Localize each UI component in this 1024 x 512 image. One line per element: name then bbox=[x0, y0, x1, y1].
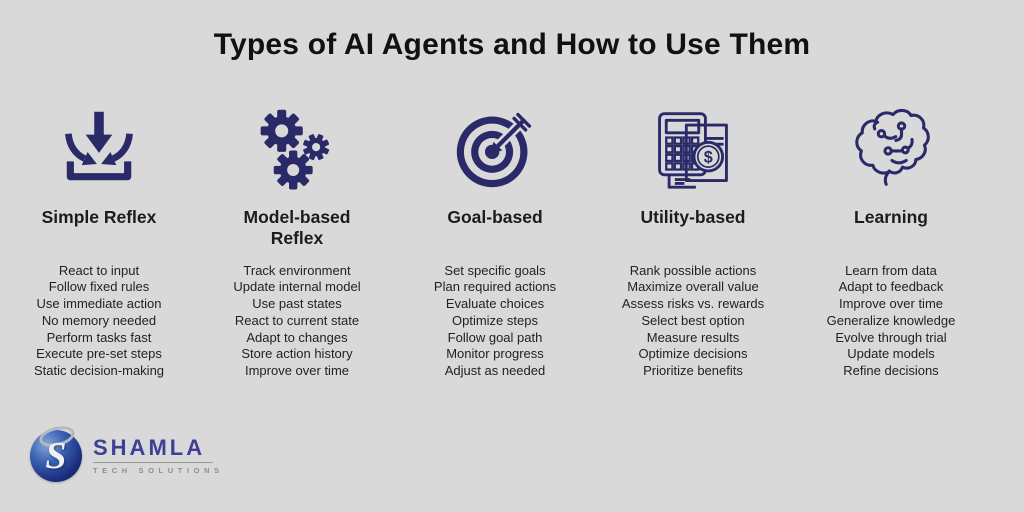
target-dart-icon bbox=[456, 112, 532, 187]
agent-type-title: Utility-based bbox=[640, 206, 746, 227]
feature-item: Adapt to feedback bbox=[838, 279, 944, 295]
svg-text:$: $ bbox=[704, 148, 713, 166]
inbox-arrows-icon bbox=[65, 111, 133, 180]
feature-item: Execute pre-set steps bbox=[36, 346, 162, 362]
brand-logo-mark: S bbox=[30, 430, 82, 482]
feature-item: Optimize decisions bbox=[638, 346, 748, 362]
feature-item: Evaluate choices bbox=[445, 296, 545, 312]
feature-item: No memory needed bbox=[41, 312, 157, 328]
feature-item: Select best option bbox=[641, 312, 745, 328]
feature-item: Plan required actions bbox=[433, 279, 557, 295]
feature-item: Improve over time bbox=[244, 363, 350, 379]
brand-logo-text: SHAMLA TECH SOLUTIONS bbox=[93, 437, 224, 475]
agent-type-title: Goal-based bbox=[447, 206, 543, 227]
feature-item: Track environment bbox=[243, 262, 351, 278]
inbox-arrows-icon bbox=[56, 103, 142, 195]
feature-item: Learn from data bbox=[845, 262, 937, 278]
agent-type-title: Learning bbox=[854, 206, 928, 227]
feature-item: Maximize overall value bbox=[627, 279, 759, 295]
feature-item: Refine decisions bbox=[843, 363, 939, 379]
feature-item: Rank possible actions bbox=[629, 262, 757, 278]
feature-item: Generalize knowledge bbox=[826, 312, 956, 328]
feature-item: React to current state bbox=[234, 312, 360, 328]
agent-type-title: Model-based Reflex bbox=[243, 206, 351, 248]
gears-icon bbox=[254, 103, 340, 195]
feature-item: Optimize steps bbox=[452, 312, 538, 328]
feature-item: Store action history bbox=[241, 346, 353, 362]
feature-item: Adjust as needed bbox=[444, 363, 546, 379]
feature-item: Improve over time bbox=[838, 296, 944, 312]
brand-monogram: S bbox=[45, 435, 67, 477]
calculator-money-icon: $ bbox=[658, 111, 728, 189]
brand-divider bbox=[93, 462, 213, 463]
feature-item: Assess risks vs. rewards bbox=[621, 296, 765, 312]
brain-circuit-icon bbox=[855, 108, 930, 186]
feature-item: Static decision-making bbox=[33, 363, 165, 379]
page-title: Types of AI Agents and How to Use Them bbox=[213, 28, 811, 61]
feature-item: Prioritize benefits bbox=[643, 363, 743, 379]
feature-item: Evolve through trial bbox=[835, 329, 947, 345]
feature-item: React to input bbox=[58, 262, 140, 278]
brand-name: SHAMLA bbox=[93, 435, 206, 460]
feature-item: Use past states bbox=[252, 296, 342, 312]
brand-logo: S SHAMLA TECH SOLUTIONS bbox=[30, 430, 224, 482]
target-dart-icon bbox=[452, 103, 538, 195]
feature-item: Update models bbox=[847, 346, 935, 362]
agent-type-title: Simple Reflex bbox=[41, 206, 157, 227]
feature-item: Adapt to changes bbox=[246, 329, 348, 345]
feature-item: Use immediate action bbox=[36, 296, 162, 312]
gears-icon bbox=[260, 109, 330, 189]
feature-item: Perform tasks fast bbox=[46, 329, 152, 345]
feature-item: Monitor progress bbox=[446, 346, 544, 362]
calculator-money-icon: $ bbox=[650, 103, 736, 195]
feature-item: Follow fixed rules bbox=[48, 279, 150, 295]
brand-tagline: TECH SOLUTIONS bbox=[93, 466, 224, 475]
feature-item: Measure results bbox=[646, 329, 740, 345]
feature-item: Follow goal path bbox=[447, 329, 543, 345]
feature-item: Update internal model bbox=[233, 279, 361, 295]
brain-circuit-icon bbox=[848, 103, 934, 195]
feature-item: Set specific goals bbox=[444, 262, 546, 278]
